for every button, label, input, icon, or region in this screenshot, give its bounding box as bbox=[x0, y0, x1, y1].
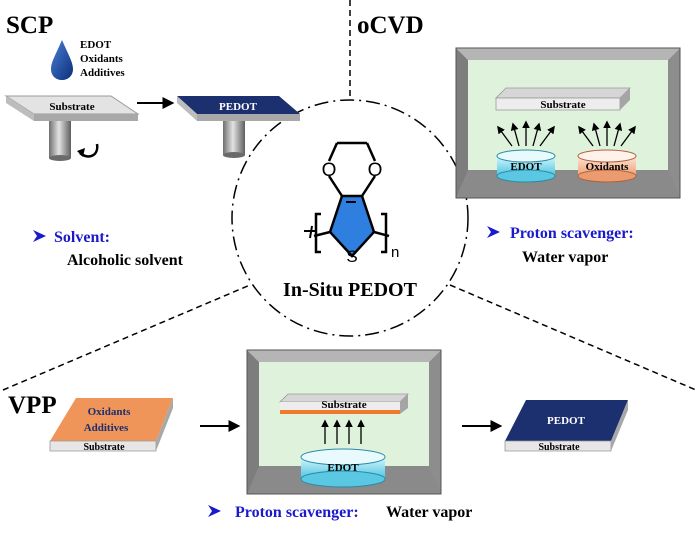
ocvd-substrate bbox=[495, 87, 631, 99]
scp-pedot-label: PEDOT bbox=[219, 101, 258, 113]
scp-bullet-text: Alcoholic solvent bbox=[67, 252, 184, 269]
ocvd-vapor-arrows bbox=[497, 120, 636, 147]
vpp-pedot-label: PEDOT bbox=[547, 415, 586, 427]
right-bracket bbox=[381, 212, 388, 254]
scp-section: SCP EDOT Oxidants Additives Substrate PE… bbox=[4, 12, 300, 269]
scp-title: SCP bbox=[6, 12, 53, 39]
vpp-pedot-film bbox=[505, 400, 628, 441]
scp-drop-label-edot: EDOT bbox=[80, 39, 112, 51]
scp-drop-label-oxidants: Oxidants bbox=[80, 53, 124, 65]
vpp-vapor-arrows bbox=[321, 419, 365, 444]
pedot-structure: O O S n In-Situ PEDOT bbox=[283, 141, 418, 301]
vpp-film-label-oxidants: Oxidants bbox=[88, 406, 132, 418]
oxygen-atom-left: O bbox=[322, 160, 337, 181]
scp-spinner-cylinder bbox=[49, 118, 71, 158]
bullet-arrow-icon bbox=[33, 230, 46, 242]
repeat-subscript: n bbox=[391, 244, 399, 261]
scp-drop-label-additives: Additives bbox=[80, 67, 125, 79]
scp-pedot-plate bbox=[177, 96, 300, 114]
ocvd-substrate-label: Substrate bbox=[540, 99, 585, 111]
vpp-substrate-label: Substrate bbox=[83, 442, 125, 453]
ocvd-bullet-text: Water vapor bbox=[522, 249, 608, 266]
scp-substrate-label: Substrate bbox=[49, 101, 94, 113]
ocvd-edot-dish: EDOT bbox=[496, 149, 556, 183]
bullet-arrow-icon bbox=[487, 226, 500, 238]
scp-pedot-cylinder bbox=[223, 120, 245, 155]
vpp-bullet-text: Water vapor bbox=[386, 504, 472, 521]
vpp-bullet-title: Proton scavenger: bbox=[235, 504, 359, 521]
vpp-oxidant-film bbox=[50, 398, 173, 441]
thiophene-ring bbox=[328, 194, 376, 258]
vpp-film-label-additives: Additives bbox=[84, 422, 129, 434]
ocvd-oxidants-dish: Oxidants bbox=[577, 149, 637, 183]
vpp-chamber-substrate-label: Substrate bbox=[321, 399, 366, 411]
vpp-edot-label: EDOT bbox=[327, 462, 359, 474]
ocvd-edot-label: EDOT bbox=[510, 161, 542, 173]
sulfur-atom: S bbox=[346, 247, 357, 266]
vpp-title: VPP bbox=[8, 392, 57, 419]
drop-icon bbox=[51, 40, 73, 80]
vpp-section: VPP Oxidants Additives Substrate Substra… bbox=[8, 349, 628, 521]
oxygen-atom-right: O bbox=[368, 160, 383, 181]
ocvd-oxidants-label: Oxidants bbox=[586, 161, 630, 173]
vpp-result-substrate-label: Substrate bbox=[538, 442, 580, 453]
ocvd-bullet-title: Proton scavenger: bbox=[510, 225, 634, 242]
vpp-edot-dish: EDOT bbox=[300, 448, 386, 488]
ocvd-title: oCVD bbox=[357, 12, 424, 39]
ocvd-chamber bbox=[455, 47, 681, 199]
ocvd-section: oCVD Substrate bbox=[357, 12, 681, 266]
center-title: In-Situ PEDOT bbox=[283, 279, 418, 301]
bullet-arrow-icon bbox=[208, 505, 221, 517]
left-bracket bbox=[314, 212, 321, 254]
scp-bullet-title: Solvent: bbox=[54, 229, 110, 246]
